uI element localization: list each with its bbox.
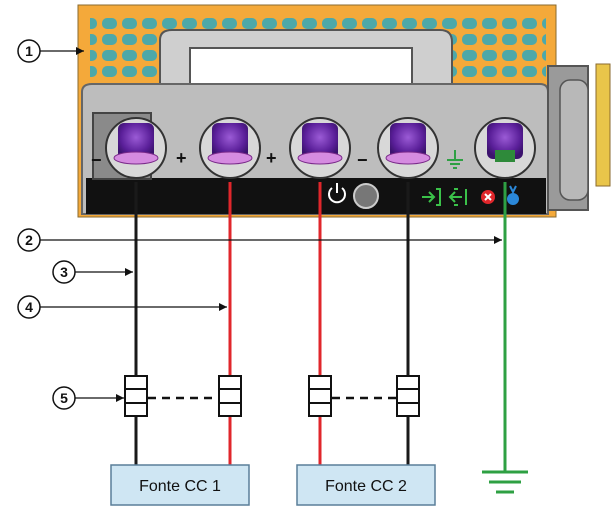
dc-source-1: Fonte CC 1 — [110, 464, 250, 506]
dc-source-2-label: Fonte CC 2 — [325, 478, 407, 495]
callout-4: 4 — [17, 295, 227, 319]
fault-icon — [481, 190, 495, 204]
fuse-1 — [124, 375, 148, 417]
power-button[interactable] — [353, 183, 379, 209]
fuse-3 — [308, 375, 332, 417]
terminal-1-sign: − — [91, 150, 102, 170]
callout-2: 2 — [17, 228, 502, 252]
svg-text:1: 1 — [25, 43, 33, 59]
dc-source-2: Fonte CC 2 — [296, 464, 436, 506]
terminal-4-sign: − — [357, 150, 368, 170]
terminal-3-sign: + — [266, 148, 277, 168]
callout-3: 3 — [52, 260, 133, 284]
psu-chassis — [77, 4, 611, 218]
svg-text:3: 3 — [60, 264, 68, 280]
terminal-2-sign: + — [176, 148, 187, 168]
status-icons — [328, 183, 519, 209]
fuse-4 — [396, 375, 420, 417]
fuses — [124, 375, 420, 417]
callout-1: 1 — [17, 39, 84, 63]
terminal-4-negative — [377, 117, 439, 179]
callout-5: 5 — [52, 386, 124, 410]
terminal-1-negative — [92, 112, 167, 180]
fuse-2 — [218, 375, 242, 417]
output-icon — [422, 188, 441, 206]
dc-source-1-label: Fonte CC 1 — [139, 478, 221, 495]
attention-icon — [507, 185, 519, 205]
terminal-2-positive — [199, 117, 261, 179]
terminal-5-ground — [474, 117, 536, 179]
power-icon — [328, 183, 346, 204]
svg-text:5: 5 — [60, 390, 68, 406]
input-icon — [448, 188, 467, 206]
terminal-block: − + + − — [91, 112, 536, 180]
ground-icon — [447, 150, 463, 169]
terminal-3-positive — [289, 117, 351, 179]
wires — [134, 182, 507, 472]
svg-text:4: 4 — [25, 299, 33, 315]
earth-ground-icon — [482, 470, 528, 494]
svg-text:2: 2 — [25, 232, 33, 248]
callouts: 1 2 3 4 5 — [17, 39, 502, 410]
